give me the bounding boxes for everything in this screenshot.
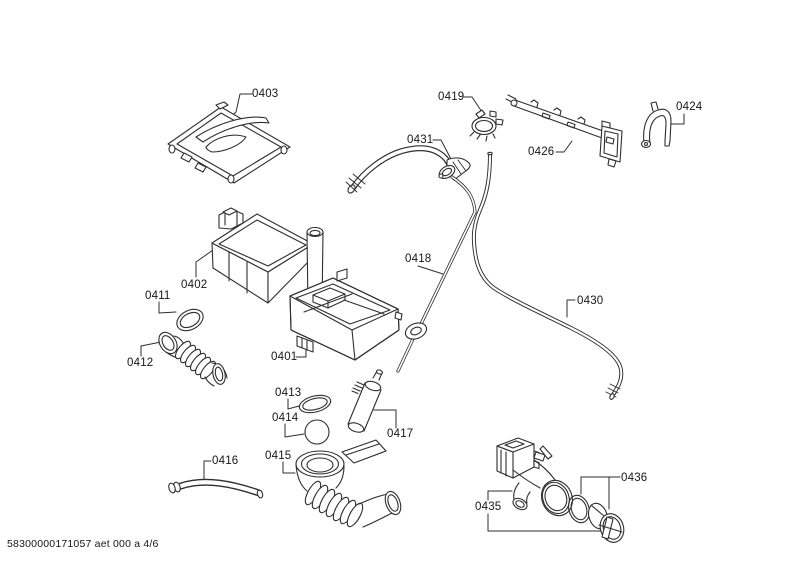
leader-0426: [555, 140, 573, 153]
part-0435-drawing: [496, 437, 574, 517]
part-0411-drawing: [176, 308, 204, 332]
part-label-0414: 0414: [272, 412, 299, 424]
part-0424-drawing: [640, 101, 672, 149]
leader-0436-seal: [580, 476, 621, 495]
leader-0417: [373, 409, 397, 429]
part-label-0417: 0417: [387, 428, 414, 440]
part-0418-drawing: [396, 175, 477, 373]
leader-0424: [666, 113, 685, 125]
part-label-0424: 0424: [676, 101, 703, 113]
part-0419-drawing: [469, 109, 504, 142]
leader-0402: [195, 249, 214, 278]
part-0431-drawing: [345, 145, 471, 194]
leader-0431: [432, 139, 453, 162]
part-0417-drawing: [347, 369, 383, 433]
part-label-0431: 0431: [407, 134, 434, 146]
part-label-0403: 0403: [252, 88, 279, 100]
part-label-0402: 0402: [181, 279, 208, 291]
part-label-0401: 0401: [271, 351, 298, 363]
leader-0414: [284, 423, 305, 438]
leader-0430: [566, 299, 576, 318]
part-label-0426: 0426: [528, 146, 555, 158]
leader-0411: [158, 301, 177, 314]
part-0415-drawing: [295, 439, 402, 528]
part-label-0411: 0411: [145, 290, 171, 302]
part-label-0413: 0413: [275, 387, 302, 399]
leader-0413: [287, 398, 300, 410]
part-0413-drawing: [298, 394, 332, 414]
part-0430-drawing: [471, 151, 624, 400]
part-0403-drawing: [167, 101, 291, 184]
part-label-0412: 0412: [127, 357, 154, 369]
part-0414-drawing: [304, 419, 330, 445]
part-label-0419: 0419: [438, 91, 465, 103]
leader-0416: [203, 460, 212, 481]
part-label-0415: 0415: [265, 450, 292, 462]
part-0401-drawing: [289, 268, 403, 361]
leader-0415: [282, 461, 296, 474]
part-0436-drawing: [568, 494, 625, 543]
part-0416-drawing: [168, 478, 264, 499]
document-number: 58300000171057 aet 000 a 4/6: [7, 538, 159, 550]
leader-0435-filter: [487, 513, 603, 532]
part-label-0430: 0430: [577, 295, 604, 307]
part-label-0436: 0436: [621, 472, 648, 484]
leader-lines: [140, 93, 685, 532]
leader-0412: [140, 341, 162, 357]
part-0426-drawing: [505, 94, 623, 168]
part-label-0416: 0416: [212, 455, 239, 467]
part-0412-drawing: [158, 331, 228, 387]
part-label-0418: 0418: [405, 253, 432, 265]
leader-0435-pump: [487, 490, 513, 501]
part-label-0435: 0435: [475, 501, 502, 513]
leader-0419: [463, 96, 483, 113]
leader-0418: [417, 265, 444, 275]
